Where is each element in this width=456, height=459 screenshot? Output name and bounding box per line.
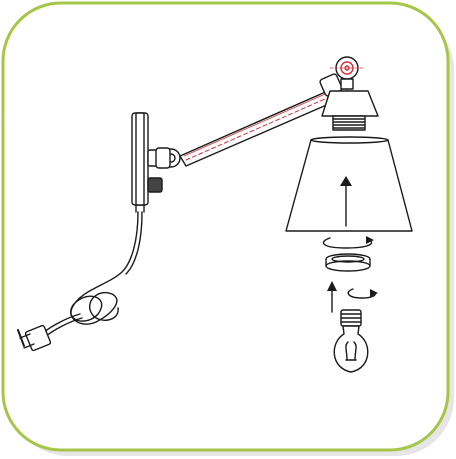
shade-ring-icon [325, 253, 371, 272]
wall-plate-icon [131, 112, 163, 213]
swing-arm-icon [155, 56, 365, 169]
socket-cap [321, 90, 379, 131]
cord-plug-icon [17, 211, 143, 352]
rotate-arrow-icon [347, 288, 378, 299]
upward-arrow-icon [327, 281, 337, 313]
rotate-arrow-icon [322, 236, 374, 249]
upward-arrow-icon [340, 176, 352, 227]
light-bulb-icon [333, 309, 369, 373]
